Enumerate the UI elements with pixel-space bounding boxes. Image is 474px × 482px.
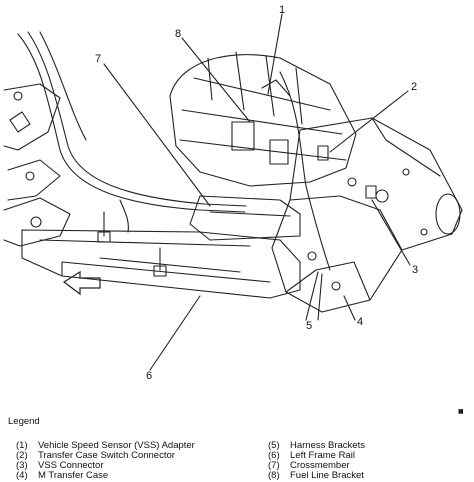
- legend: ▮▮ Legend (1) Vehicle Speed Sensor (VSS) …: [0, 392, 474, 482]
- legend-item-1: (1) Vehicle Speed Sensor (VSS) Adapter: [16, 440, 195, 451]
- legend-item-number: (5): [268, 440, 280, 451]
- legend-item-number: (2): [16, 450, 28, 461]
- legend-item-2: (2) Transfer Case Switch Connector: [16, 450, 175, 461]
- crossmember: [189, 195, 301, 241]
- legend-item-label: Transfer Case Switch Connector: [38, 450, 175, 461]
- legend-item-number: (8): [268, 470, 280, 481]
- legend-item-number: (4): [16, 470, 28, 481]
- legend-item-6: (6) Left Frame Rail: [268, 450, 355, 461]
- legend-item-number: (1): [16, 440, 28, 451]
- legend-item-8: (8) Fuel Line Bracket: [268, 470, 364, 481]
- diagram-drawing: [3, 13, 463, 371]
- legend-item-number: (6): [268, 450, 280, 461]
- legend-item-number: (3): [16, 460, 28, 471]
- callout-5: 5: [306, 320, 313, 332]
- legend-item-4: (4) M Transfer Case: [16, 470, 108, 481]
- callout-2: 2: [411, 81, 418, 93]
- legend-item-label: VSS Connector: [38, 460, 104, 471]
- callout-6: 6: [146, 370, 153, 382]
- legend-item-label: M Transfer Case: [38, 470, 109, 481]
- legend-item-label: Left Frame Rail: [290, 450, 355, 461]
- fuel-line-inner: [27, 31, 247, 207]
- legend-item-label: Fuel Line Bracket: [290, 470, 364, 481]
- callout-1: 1: [279, 4, 286, 16]
- legend-item-5: (5) Harness Brackets: [268, 440, 365, 451]
- exploded-view-diagram: 1 2 3 4 5 6 7 8: [3, 4, 463, 382]
- legend-title: Legend: [8, 416, 40, 427]
- forward-arrow-icon: [62, 270, 101, 296]
- transmission-body: [169, 54, 357, 187]
- legend-item-label: Crossmember: [290, 460, 350, 471]
- legend-item-number: (7): [268, 460, 280, 471]
- fuel-line-outer: [17, 33, 246, 213]
- callout-8: 8: [175, 28, 182, 40]
- legend-item-label: Vehicle Speed Sensor (VSS) Adapter: [38, 440, 195, 451]
- legend-item-label: Harness Brackets: [290, 440, 365, 451]
- figure-code-mark: ▮▮: [458, 409, 464, 415]
- callout-4: 4: [357, 316, 364, 328]
- legend-item-3: (3) VSS Connector: [16, 460, 103, 471]
- left-frame-rail: [21, 229, 301, 299]
- callout-3: 3: [412, 264, 419, 276]
- left-structure: [3, 83, 61, 151]
- callout-7: 7: [95, 53, 102, 65]
- legend-item-7: (7) Crossmember: [268, 460, 350, 471]
- transfer-case: [271, 117, 463, 313]
